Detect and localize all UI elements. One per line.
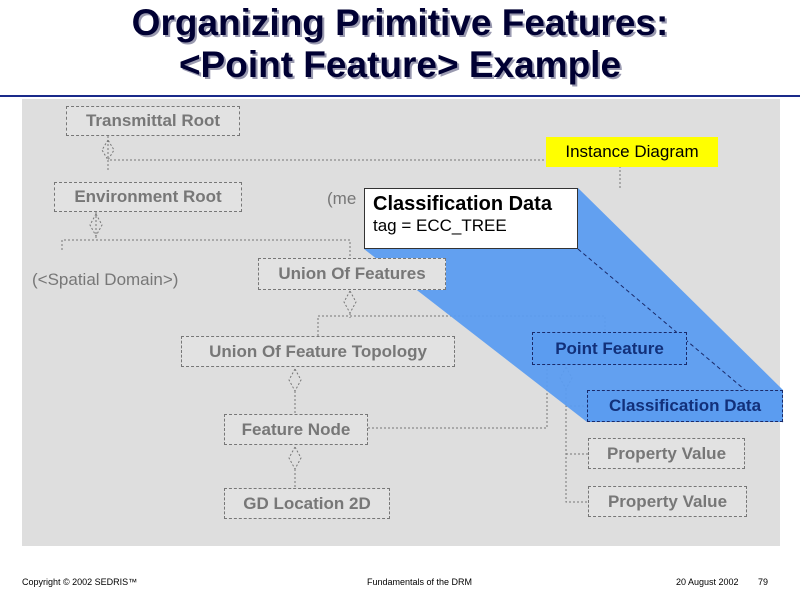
- title-rule: [0, 95, 800, 97]
- footer-course: Fundamentals of the DRM: [367, 577, 473, 587]
- callout-heading: Classification Data: [373, 193, 552, 215]
- node-gd-location-2d: GD Location 2D: [224, 488, 390, 519]
- slide-title: Organizing Primitive Features:<Point Fea…: [131, 2, 669, 85]
- node-union-of-features: Union Of Features: [258, 258, 446, 290]
- node-union-of-feature-topology: Union Of Feature Topology: [181, 336, 455, 367]
- footer-copyright: Copyright © 2002 SEDRIS™: [22, 577, 138, 587]
- node-feature-node: Feature Node: [224, 414, 368, 445]
- node-property-value: Property Value: [588, 438, 745, 469]
- node-transmittal-root: Transmittal Root: [66, 106, 240, 136]
- footer-date: 20 August 2002: [676, 577, 739, 587]
- node-metadata: (me: [327, 189, 357, 208]
- node-property-value: Property Value: [588, 486, 747, 517]
- classification-callout: Classification Data tag = ECC_TREE: [364, 188, 578, 249]
- node-spatial-domain: (<Spatial Domain>): [32, 270, 179, 289]
- node-environment-root: Environment Root: [54, 182, 242, 212]
- node-point-feature: Point Feature: [532, 332, 687, 365]
- footer-page-number: 79: [758, 577, 769, 587]
- node-classification-data: Classification Data: [587, 390, 783, 422]
- instance-diagram-label: Instance Diagram: [546, 137, 718, 167]
- callout-value: tag = ECC_TREE: [373, 216, 507, 235]
